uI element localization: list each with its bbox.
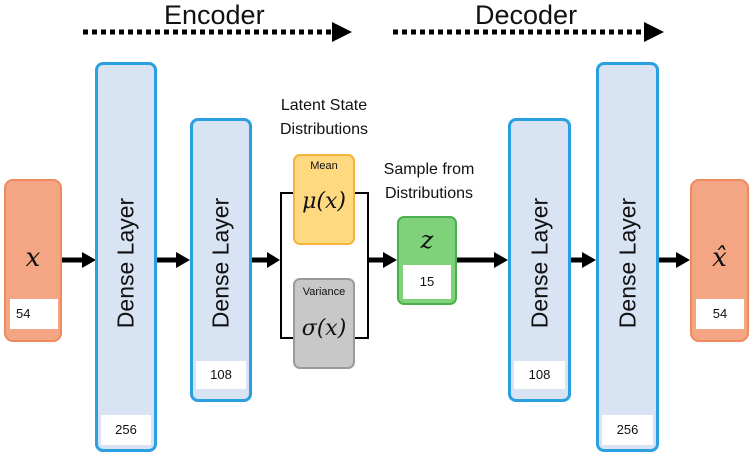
sample-symbol: z [420,226,434,254]
sample-note-line1: Sample from [383,161,475,178]
right-bracket [355,192,369,339]
dense-layer-label: Dense Layer [526,197,552,329]
dense-layer-size: 108 [196,361,246,389]
latent-note-line1: Latent State [280,97,368,114]
dense-layer-label: Dense Layer [112,197,139,329]
dense-layer-size: 256 [101,415,151,445]
input-node: x 54 [4,179,62,342]
encoder-dense-layer-1: Dense Layer 256 [95,62,157,452]
mean-node: Mean μ(x) [293,154,355,245]
input-symbol: x [25,243,41,273]
output-symbol: x̂ [712,243,727,273]
encoder-arrowhead [332,22,352,42]
output-node: x̂ 54 [690,179,749,342]
latent-note-line2: Distributions [279,121,369,138]
decoder-label: Decoder [475,0,578,30]
variance-node: Variance σ(x) [293,278,355,369]
mean-symbol: μ(x) [302,189,346,214]
latent-state-note: Latent State Distributions [264,94,384,142]
left-bracket [280,192,293,339]
sample-note-line2: Distributions [384,185,474,202]
sample-size: 15 [403,265,451,299]
decoder-dense-layer-1: Dense Layer 108 [508,118,571,402]
decoder-arrowhead [644,22,664,42]
encoder-label: Encoder [164,0,265,30]
mean-title: Mean [310,160,338,172]
decoder-dense-layer-2: Dense Layer 256 [596,62,659,452]
dense-layer-label: Dense Layer [207,197,234,329]
dense-layer-label: Dense Layer [614,197,640,329]
dense-layer-size: 108 [514,361,565,389]
dense-layer-size: 256 [602,415,653,445]
sample-note: Sample from Distributions [366,158,492,206]
output-size: 54 [696,299,744,329]
encoder-dense-layer-2: Dense Layer 108 [190,118,252,402]
variance-title: Variance [302,286,346,298]
variance-symbol: σ(x) [301,316,347,341]
input-size: 54 [10,299,58,329]
sample-node: z 15 [397,216,457,305]
